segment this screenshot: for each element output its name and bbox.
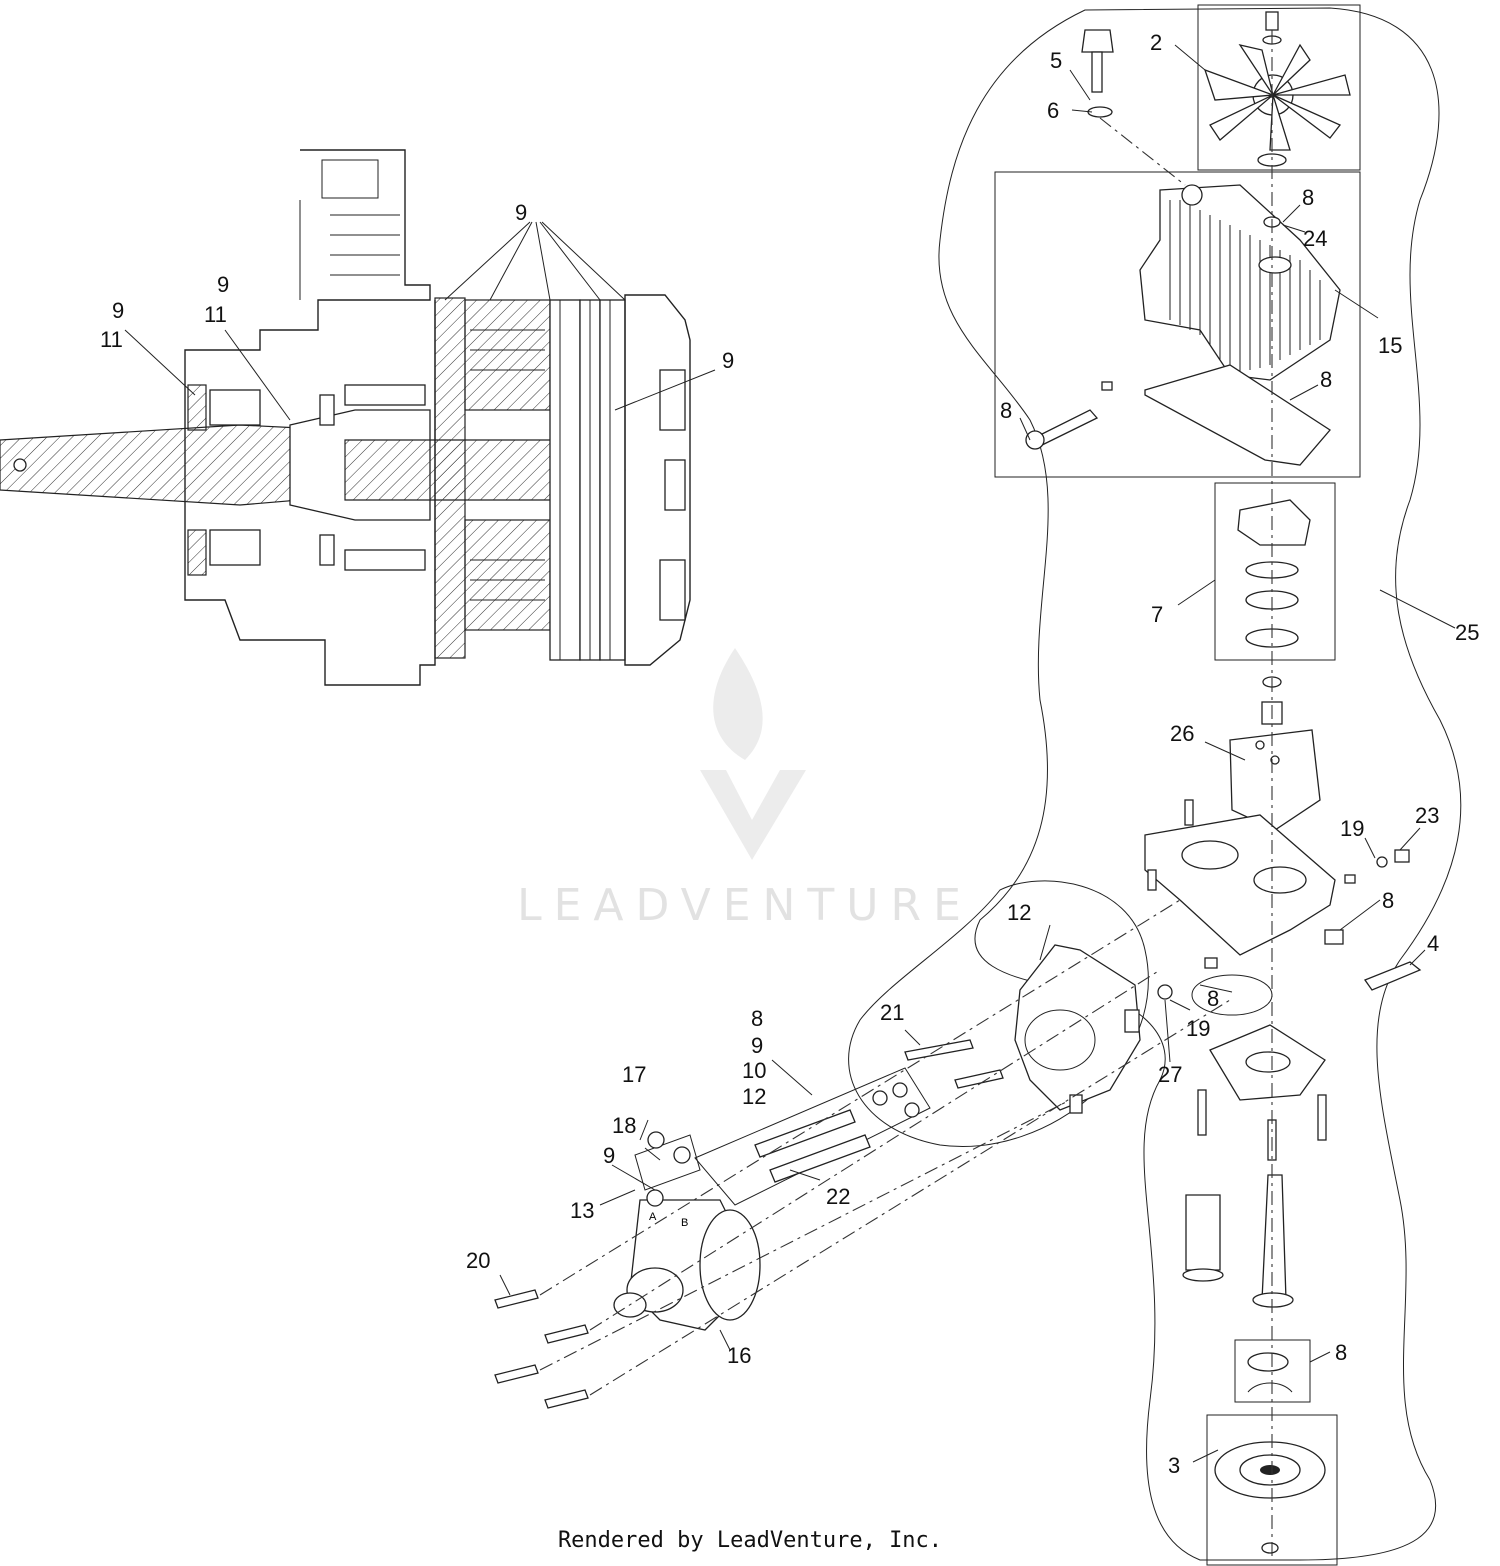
callout-11: 11 (204, 302, 227, 327)
watermark: LEADVENTURE (517, 648, 973, 931)
cooling-fan (1203, 11, 1351, 167)
exploded-callouts: 2 5 6 8 24 15 8 8 7 25 26 19 23 8 4 12 8… (466, 30, 1479, 1478)
swashplate-bearing (1237, 499, 1311, 648)
callout-8: 8 (1320, 367, 1332, 392)
callout-8: 8 (1000, 398, 1012, 423)
callout-19: 19 (1186, 1016, 1210, 1041)
callout-17: 17 (622, 1062, 646, 1087)
charge-pump (1182, 1024, 1327, 1308)
oil-fill-cap (1081, 29, 1114, 118)
cross-section-view (0, 149, 716, 686)
callout-9: 9 (603, 1143, 615, 1168)
bolts (904, 1039, 1004, 1089)
callout-11: 11 (100, 327, 123, 352)
end-housing (1014, 944, 1141, 1114)
callout-8: 8 (1335, 1340, 1347, 1365)
callout-12: 12 (1007, 900, 1031, 925)
callout-20: 20 (466, 1248, 490, 1273)
exploded-view: A B (494, 4, 1462, 1566)
callout-21: 21 (880, 1000, 904, 1025)
callout-4: 4 (1427, 931, 1439, 956)
callout-13: 13 (570, 1198, 594, 1223)
callout-24: 24 (1303, 226, 1327, 251)
wheel-motor: A B (613, 1131, 761, 1331)
callout-9: 9 (217, 272, 229, 297)
callout-18: 18 (612, 1113, 636, 1138)
motor-bolts (494, 1289, 589, 1409)
section-callouts: 9 11 9 11 9 9 (100, 200, 734, 373)
callout-12: 12 (742, 1084, 766, 1109)
callout-9: 9 (515, 200, 527, 225)
callout-16: 16 (727, 1343, 751, 1368)
right-fittings (1157, 849, 1422, 1016)
callout-8: 8 (1207, 986, 1219, 1011)
callout-7: 7 (1151, 602, 1163, 627)
assembly-outline-25 (938, 7, 1462, 1561)
callout-5: 5 (1050, 48, 1062, 73)
callout-27: 27 (1158, 1062, 1182, 1087)
port-label-b: B (681, 1217, 688, 1229)
callout-9: 9 (722, 348, 734, 373)
callout-8: 8 (1302, 185, 1314, 210)
callout-22: 22 (826, 1184, 850, 1209)
callout-25: 25 (1455, 620, 1479, 645)
upper-housing (1025, 184, 1341, 466)
callout-23: 23 (1415, 803, 1439, 828)
callout-10: 10 (742, 1058, 766, 1083)
callout-8: 8 (751, 1006, 763, 1031)
callout-9: 9 (112, 298, 124, 323)
callout-26: 26 (1170, 721, 1194, 746)
callout-2: 2 (1150, 30, 1162, 55)
drive-pulley (1214, 1441, 1326, 1554)
callout-19: 19 (1340, 816, 1364, 841)
callout-6: 6 (1047, 98, 1059, 123)
callout-15: 15 (1378, 333, 1402, 358)
watermark-text: LEADVENTURE (517, 880, 973, 931)
port-label-a: A (649, 1211, 657, 1223)
callout-8: 8 (1382, 888, 1394, 913)
footer-credit: Rendered by LeadVenture, Inc. (557, 1528, 943, 1553)
check-valves (754, 1082, 920, 1183)
callout-9: 9 (751, 1033, 763, 1058)
callout-3: 3 (1168, 1453, 1180, 1478)
center-section (1144, 799, 1336, 956)
cylinder-block (1229, 676, 1321, 831)
